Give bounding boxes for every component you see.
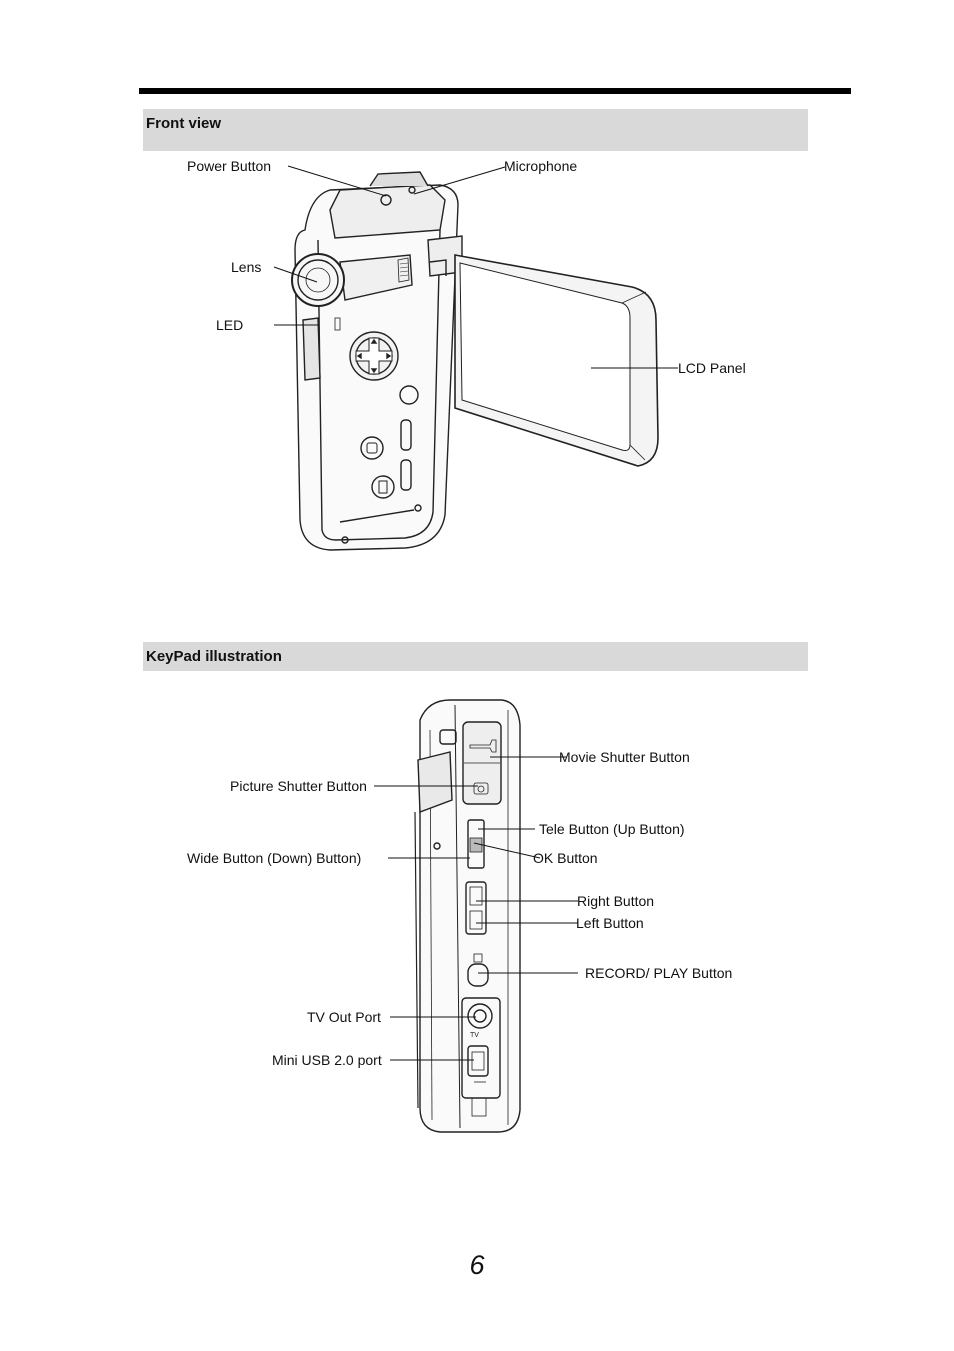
keypad-view-camera [414, 699, 521, 1133]
label-picture-shutter: Picture Shutter Button [230, 778, 367, 794]
label-right-button: Right Button [577, 893, 655, 909]
label-mini-usb-port: Mini USB 2.0 port [272, 1052, 382, 1068]
front-view-leader-lines [273, 165, 678, 369]
top-rule [139, 88, 851, 94]
label-lens: Lens [231, 259, 262, 275]
page-number: 6 [469, 1250, 485, 1280]
label-led: LED [216, 317, 244, 333]
label-microphone: Microphone [504, 158, 578, 174]
label-wide-button: Wide Button (Down) Button) [187, 850, 362, 866]
label-record-play-button: RECORD/ PLAY Button [585, 965, 733, 981]
section-title-keypad: KeyPad illustration [143, 642, 808, 671]
keypad-leader-lines [374, 756, 578, 1061]
label-left-button: Left Button [576, 915, 644, 931]
section-title-front-view: Front view [143, 109, 808, 151]
tv-port-marking: TV [470, 1032, 479, 1039]
label-tv-out-port: TV Out Port [307, 1009, 381, 1025]
label-ok-button: OK Button [533, 850, 598, 866]
label-power-button: Power Button [187, 158, 272, 174]
label-movie-shutter: Movie Shutter Button [559, 749, 690, 765]
label-tele-button: Tele Button (Up Button) [539, 821, 685, 837]
label-lcd-panel: LCD Panel [678, 360, 746, 376]
front-view-camera [291, 171, 659, 551]
